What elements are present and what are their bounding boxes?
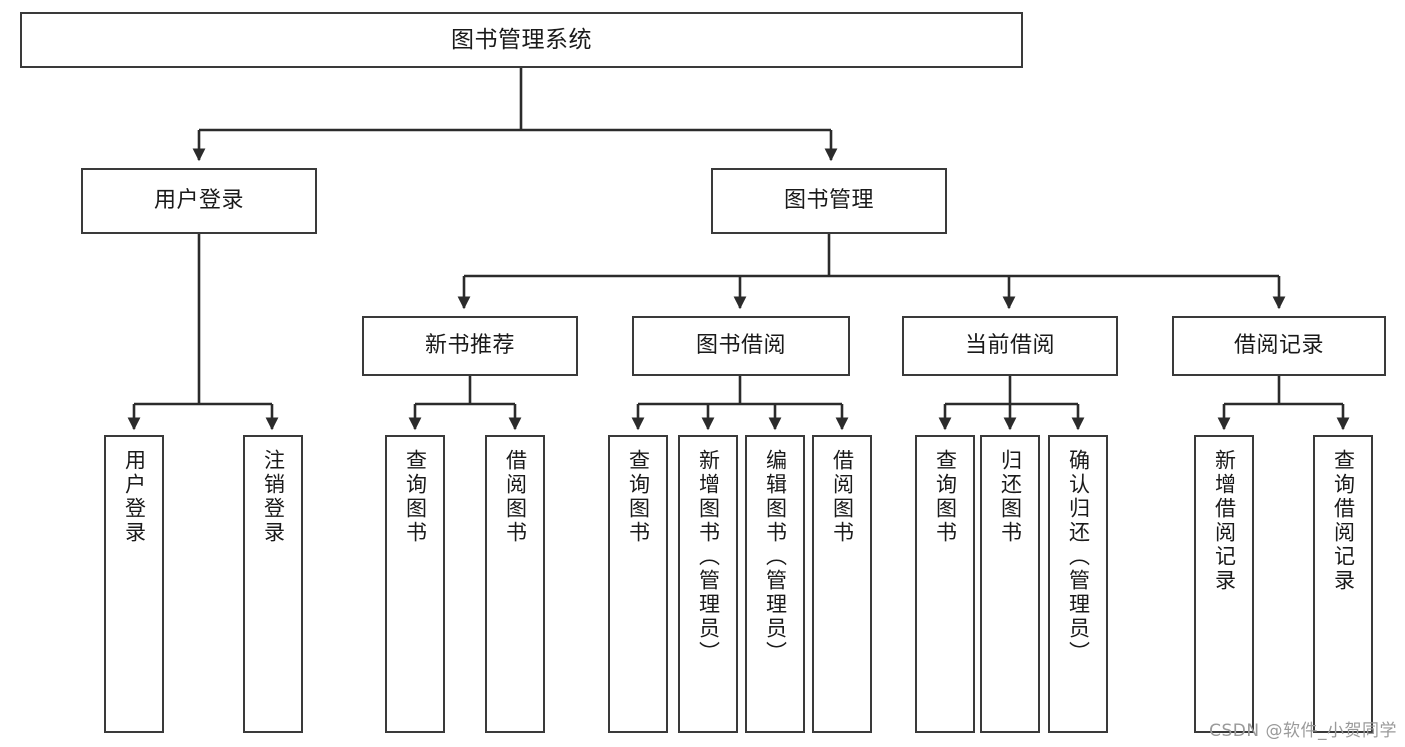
node-label: 查询图书 [626,449,651,545]
node-leaf-borrow-book-b[interactable]: 借阅图书 [812,435,872,733]
node-label: 图书管理系统 [451,26,592,53]
node-leaf-add-book-admin[interactable]: 新增图书（管理员） [678,435,738,733]
node-leaf-add-borrow-record[interactable]: 新增借阅记录 [1194,435,1254,733]
node-leaf-query-book-a[interactable]: 查询图书 [385,435,445,733]
node-label: 新增图书（管理员） [696,449,721,665]
node-label: 查询图书 [403,449,428,545]
node-root-system[interactable]: 图书管理系统 [20,12,1023,68]
node-label: 借阅图书 [830,449,855,545]
node-label: 确认归还（管理员） [1066,449,1091,665]
node-leaf-borrow-book-a[interactable]: 借阅图书 [485,435,545,733]
node-book-manage[interactable]: 图书管理 [711,168,947,234]
node-leaf-query-borrow-record[interactable]: 查询借阅记录 [1313,435,1373,733]
node-label: 用户登录 [153,188,244,214]
node-label: 新增借阅记录 [1212,449,1237,593]
node-label: 用户登录 [122,449,147,545]
node-label: 查询借阅记录 [1331,449,1356,593]
node-user-login[interactable]: 用户登录 [81,168,317,234]
node-label: 归还图书 [998,449,1023,545]
node-leaf-return-book[interactable]: 归还图书 [980,435,1040,733]
node-label: 查询图书 [933,449,958,545]
node-label: 当前借阅 [964,333,1055,359]
node-borrow-record[interactable]: 借阅记录 [1172,316,1386,376]
node-label: 新书推荐 [424,333,515,359]
node-label: 图书借阅 [695,333,786,359]
node-label: 注销登录 [261,449,286,545]
node-current-borrow[interactable]: 当前借阅 [902,316,1118,376]
node-leaf-edit-book-admin[interactable]: 编辑图书（管理员） [745,435,805,733]
node-leaf-query-book-c[interactable]: 查询图书 [915,435,975,733]
node-leaf-query-book-b[interactable]: 查询图书 [608,435,668,733]
node-label: 图书管理 [783,188,874,214]
node-label: 借阅记录 [1233,333,1324,359]
node-leaf-confirm-return-admin[interactable]: 确认归还（管理员） [1048,435,1108,733]
csdn-watermark: CSDN @软件_小贺同学 [1209,721,1397,741]
node-leaf-user-login[interactable]: 用户登录 [104,435,164,733]
node-label: 编辑图书（管理员） [763,449,788,665]
node-leaf-logout-login[interactable]: 注销登录 [243,435,303,733]
node-new-book-recommend[interactable]: 新书推荐 [362,316,578,376]
node-label: 借阅图书 [503,449,528,545]
node-book-borrow[interactable]: 图书借阅 [632,316,850,376]
